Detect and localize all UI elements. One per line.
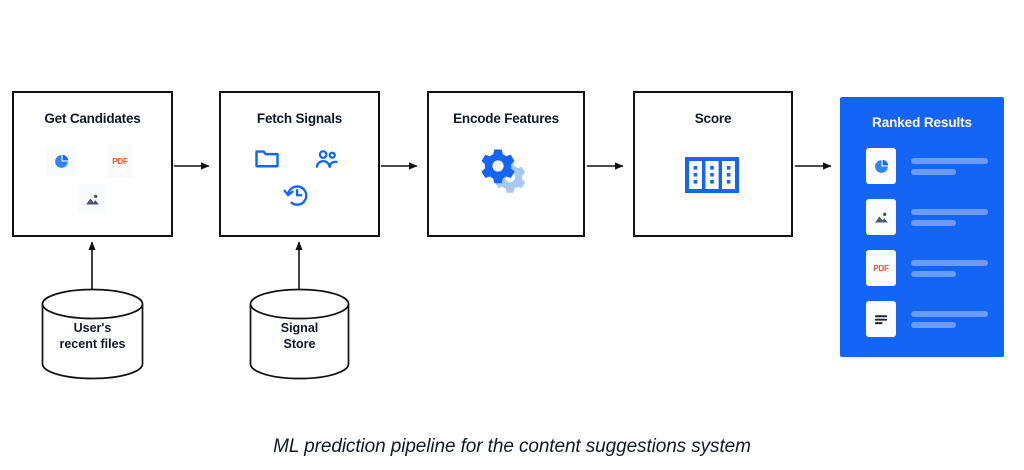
placeholder-bar-short <box>911 270 957 277</box>
stage-encode-features[interactable]: Encode Features <box>427 91 585 237</box>
ranked-results-panel[interactable]: Ranked Results <box>840 97 1004 357</box>
datastore-label: User's recent files <box>40 320 145 352</box>
result-row[interactable] <box>866 300 988 338</box>
ranked-results-title: Ranked Results <box>872 115 972 130</box>
image-file-icon <box>77 184 107 214</box>
placeholder-bar-long <box>911 259 988 266</box>
stage-title: Fetch Signals <box>256 111 343 126</box>
people-icon <box>313 146 340 173</box>
placeholder-bar-long <box>911 208 988 215</box>
pdf-file-icon: PDF <box>107 144 133 178</box>
stage-score[interactable]: Score <box>633 91 793 237</box>
stage-fetch-signals[interactable]: Fetch Signals <box>219 91 380 237</box>
gears-icon <box>476 146 538 204</box>
pdf-file-icon: PDF <box>866 250 896 286</box>
placeholder-bar-long <box>911 310 988 317</box>
result-text-placeholder <box>911 157 988 175</box>
stage-title: Encode Features <box>453 111 559 126</box>
stage-icon-group <box>221 137 378 229</box>
result-row[interactable] <box>866 198 988 236</box>
result-text-placeholder <box>911 208 988 226</box>
placeholder-bar-long <box>911 157 988 164</box>
folder-icon <box>253 144 281 172</box>
placeholder-bar-short <box>911 219 957 226</box>
datastore-signal-store[interactable]: Signal Store <box>248 288 351 380</box>
diagram-caption: ML prediction pipeline for the content s… <box>273 436 751 457</box>
document-icon <box>866 301 896 337</box>
datastore-label-line1: Signal <box>280 321 319 335</box>
datastore-users-recent-files[interactable]: User's recent files <box>40 288 145 380</box>
stage-title: Score <box>694 111 732 126</box>
stage-icon-group <box>635 137 791 229</box>
result-row[interactable] <box>866 147 988 185</box>
stage-get-candidates[interactable]: Get Candidates PDF <box>12 91 173 237</box>
result-row[interactable]: PDF <box>866 249 988 287</box>
pdf-label: PDF <box>873 263 889 273</box>
image-file-icon <box>866 199 896 235</box>
pie-chart-icon <box>46 146 76 176</box>
datastore-label: Signal Store <box>248 320 351 352</box>
stage-icon-group: PDF <box>14 137 171 229</box>
history-icon <box>283 181 311 209</box>
pie-chart-icon <box>866 148 896 184</box>
datastore-label-line1: User's <box>73 321 112 335</box>
score-grid-icon <box>685 157 739 193</box>
stage-title: Get Candidates <box>44 111 141 126</box>
result-text-placeholder <box>911 259 988 277</box>
datastore-label-line2: Store <box>283 337 316 351</box>
placeholder-bar-short <box>911 321 957 328</box>
pdf-label: PDF <box>112 156 128 166</box>
result-text-placeholder <box>911 310 988 328</box>
placeholder-bar-short <box>911 168 957 175</box>
stage-icon-group <box>429 137 583 229</box>
datastore-label-line2: recent files <box>59 337 126 351</box>
